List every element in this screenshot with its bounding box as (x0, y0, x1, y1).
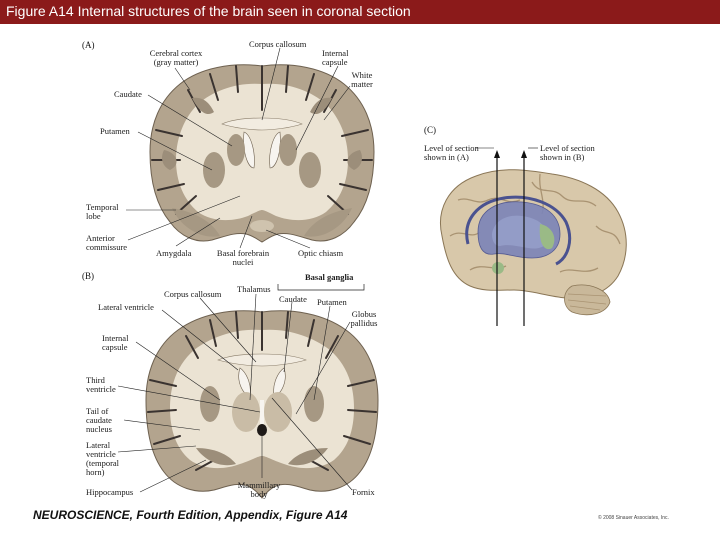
gyri-c (449, 173, 621, 273)
temporal-lobe-a-left (172, 208, 220, 237)
copyright-notice: © 2008 Sinauer Associates, Inc. (598, 515, 669, 521)
thalamus-b-left (232, 392, 260, 432)
slide-title: Figure A14 Internal structures of the br… (6, 3, 411, 19)
cortex-ribbons-a (162, 97, 362, 170)
lateral-brain-c (440, 169, 627, 316)
label-cerebral-cortex: Cerebral cortex(gray matter) (149, 48, 203, 67)
label-corpus-callosum-b: Corpus callosum (164, 289, 222, 299)
third-ventricle-b (260, 400, 264, 424)
label-putamen-b: Putamen (317, 297, 347, 307)
label-amygdala: Amygdala (156, 248, 192, 258)
hippocampus-b-right (288, 448, 328, 466)
label-fornix: Fornix (352, 487, 375, 497)
panel-c-letter: (C) (424, 125, 436, 135)
label-corpus-callosum-a: Corpus callosum (249, 39, 307, 49)
putamen-a-left (203, 152, 225, 188)
mammillary-body-b (257, 424, 267, 436)
label-basal-ganglia: Basal ganglia (305, 272, 354, 282)
coronal-section-a (149, 64, 375, 243)
caudate-a-right (279, 134, 297, 166)
leader-lines-b (117, 293, 353, 493)
putamen-a-right (299, 152, 321, 188)
thalamus-b-right (264, 392, 292, 432)
caudate-c (465, 195, 572, 266)
white-matter-b (170, 329, 354, 469)
panel-a-letter: (A) (82, 40, 95, 50)
section-lines-c (476, 147, 538, 326)
label-optic-chiasm: Optic chiasm (298, 248, 344, 258)
basal-ganglia-bracket (277, 284, 365, 291)
globus-pallidus-c (492, 215, 548, 249)
corpus-callosum-b (217, 353, 307, 367)
sulci-b (147, 311, 377, 471)
green-structure-c (539, 224, 555, 250)
label-lateral-ventricle-b: Lateral ventricle (98, 302, 154, 312)
optic-chiasm-a (250, 220, 274, 232)
label-putamen-a: Putamen (100, 126, 130, 136)
cerebellum-c (564, 284, 611, 316)
sulci-a (151, 65, 373, 215)
caudate-a-left (227, 134, 245, 166)
temporal-lobe-a-right (304, 208, 352, 237)
leader-lines-a (126, 47, 351, 249)
corpus-callosum-a (221, 117, 303, 131)
amygdala-c (492, 262, 504, 274)
hippocampus-b-left (196, 448, 236, 466)
putamen-b-left (200, 386, 220, 422)
label-thalamus: Thalamus (237, 284, 271, 294)
book-citation: NEUROSCIENCE, Fourth Edition, Appendix, … (33, 508, 348, 522)
title-bar: Figure A14 Internal structures of the br… (0, 0, 720, 24)
coronal-section-b (145, 310, 379, 499)
label-caudate-a: Caudate (114, 89, 142, 99)
label-hippocampus: Hippocampus (86, 487, 134, 497)
panel-b-letter: (B) (82, 271, 94, 281)
putamen-b-right (304, 386, 324, 422)
label-caudate-b: Caudate (279, 294, 307, 304)
